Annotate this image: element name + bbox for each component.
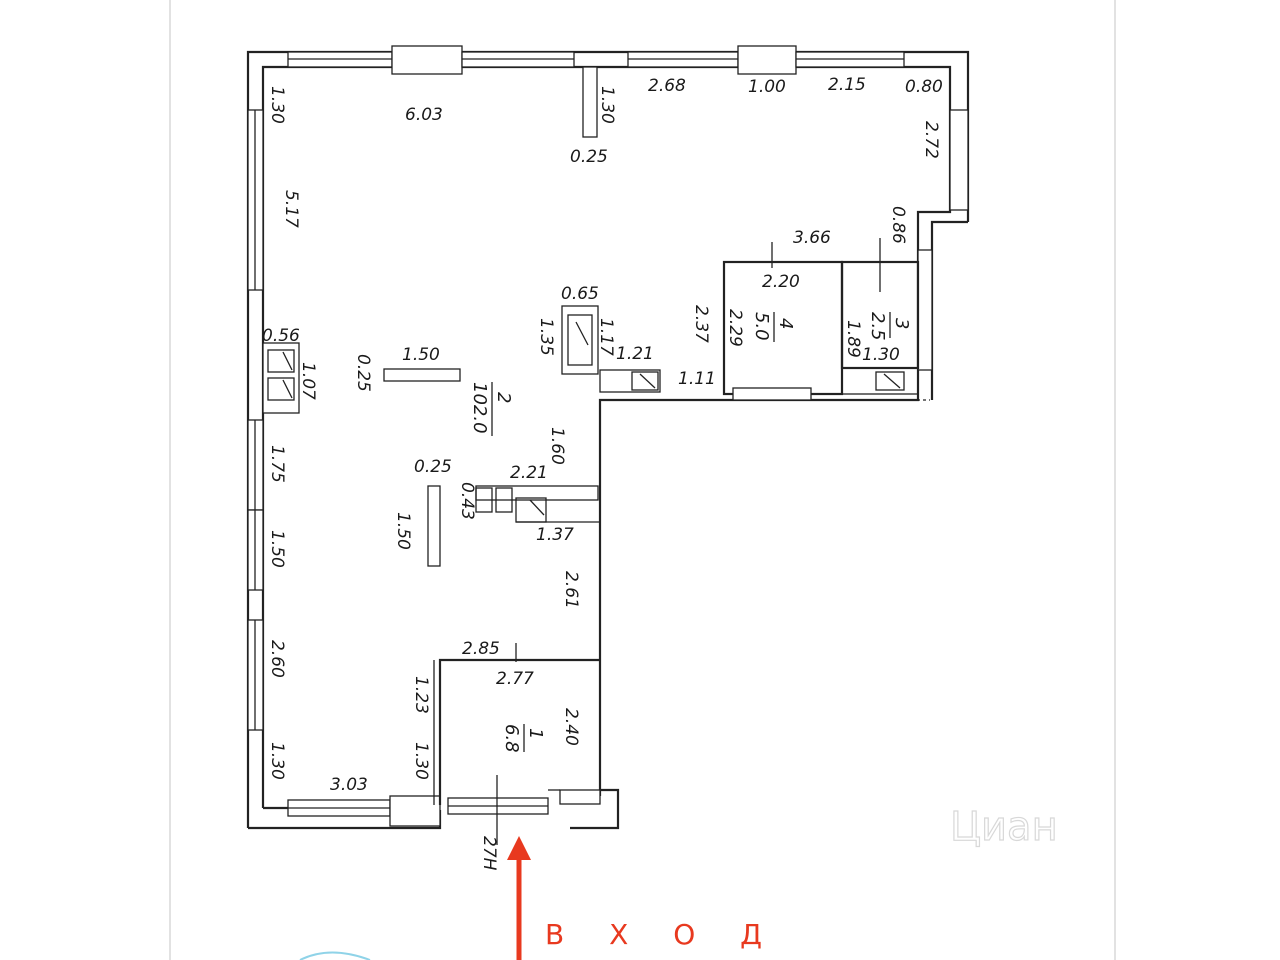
room-1-number: 1 [525, 728, 546, 739]
dim-niche-left: 0.56 [262, 326, 300, 346]
dim-room1-left: 1.23 [411, 676, 431, 714]
bar-horizontal [383, 368, 461, 382]
dim-bottom-left: 3.03 [330, 775, 368, 795]
dim-shaft-2: 1.21 [616, 344, 654, 364]
pier-bottom [389, 795, 441, 827]
shaft-box [599, 369, 661, 393]
room-4-door [732, 387, 812, 401]
dim-niche-height: 1.07 [298, 362, 318, 400]
dim-left-top: 1.30 [267, 86, 287, 124]
outer-walls [246, 50, 970, 830]
dim-room3-height: 1.89 [843, 320, 863, 358]
dim-shaft-1: 1.17 [596, 318, 616, 356]
dim-mid-width: 3.66 [793, 228, 831, 248]
dim-top-seg-b: 1.00 [748, 77, 786, 97]
watermark-logo: Циан [950, 804, 1058, 850]
dim-column-height: 1.35 [536, 318, 556, 356]
right-step-wall [930, 220, 968, 400]
partition-stub [582, 66, 598, 138]
room-1-label: 1 6.8 [501, 724, 546, 753]
pier-2 [737, 45, 797, 75]
dim-room1-bottom-left: 1.30 [411, 742, 431, 780]
dim-room4-height-b: 2.29 [725, 309, 745, 347]
dim-top-corner: 0.80 [905, 77, 943, 97]
entrance-arrow-head [507, 836, 531, 860]
dim-room1-top-a: 2.85 [462, 639, 500, 659]
dim-corridor: 1.11 [678, 369, 716, 389]
dim-left-upper: 5.17 [281, 190, 301, 228]
stamp-fragment [299, 951, 371, 960]
pier-1 [391, 45, 463, 75]
window-right-lower [917, 249, 933, 371]
dim-column-size: 0.65 [561, 284, 599, 304]
room-2-area: 102.0 [469, 382, 490, 434]
dim-stand-length: 1.50 [393, 512, 413, 550]
dim-room4-width: 2.20 [762, 272, 800, 292]
window-right [949, 109, 969, 211]
outer-wall-line [246, 50, 970, 828]
dim-room1-right: 2.40 [561, 708, 581, 746]
room-2-label: 2 102.0 [469, 382, 514, 436]
room-labels: 1 6.8 2 102.0 3 2.5 4 5.0 [469, 312, 912, 753]
room-2-number: 2 [493, 392, 514, 403]
dim-left-bottom: 1.30 [267, 742, 287, 780]
dim-left-low-a: 1.50 [267, 530, 287, 568]
dimension-labels: 6.03 1.30 1.30 0.25 2.68 1.00 2.15 0.80 … [262, 75, 943, 795]
room-4-area: 5.0 [751, 312, 772, 341]
room-3-number: 3 [891, 318, 912, 329]
dim-bar-length: 1.50 [402, 345, 440, 365]
dim-room3-width: 1.30 [862, 345, 900, 365]
dim-main-right: 1.60 [547, 427, 567, 465]
room-4-number: 4 [775, 318, 796, 329]
dim-top-seg-c: 2.15 [828, 75, 866, 95]
top-windows [287, 45, 905, 75]
dim-core-bottom: 1.37 [536, 525, 574, 545]
entrance-label: В Х О Д [545, 918, 780, 951]
entrance-arrow [507, 836, 531, 960]
dim-stand-width: 0.25 [414, 457, 452, 477]
dim-partition-width: 0.25 [570, 147, 608, 167]
dim-right-upper: 2.72 [921, 121, 941, 159]
room-3-label: 3 2.5 [867, 312, 912, 341]
dim-left-low-b: 2.60 [267, 640, 287, 678]
bar-vertical [427, 485, 441, 567]
dim-bar-width: 0.25 [353, 354, 373, 392]
ceiling-height-mark: 27Н [479, 836, 499, 871]
dim-right-lower: 2.61 [561, 571, 581, 609]
dim-left-mid: 1.75 [267, 445, 287, 483]
dim-core-width: 2.21 [510, 463, 548, 483]
bottom-right-wall [570, 788, 620, 830]
dim-partition-top: 1.30 [597, 86, 617, 124]
dim-right-step: 0.86 [888, 206, 908, 244]
dim-top-wall-left: 6.03 [405, 105, 443, 125]
inner-wall-line [261, 65, 952, 808]
dim-room1-top-b: 2.77 [496, 669, 534, 689]
room-4-label: 4 5.0 [751, 312, 796, 342]
room-3-area: 2.5 [867, 312, 888, 341]
dim-top-seg-a: 2.68 [648, 76, 686, 96]
room-1-area: 6.8 [501, 724, 522, 753]
dim-room4-height-a: 2.37 [691, 305, 711, 343]
left-windows [247, 109, 264, 731]
room-1-wall [438, 658, 600, 805]
dim-core-small: 0.43 [457, 482, 477, 520]
